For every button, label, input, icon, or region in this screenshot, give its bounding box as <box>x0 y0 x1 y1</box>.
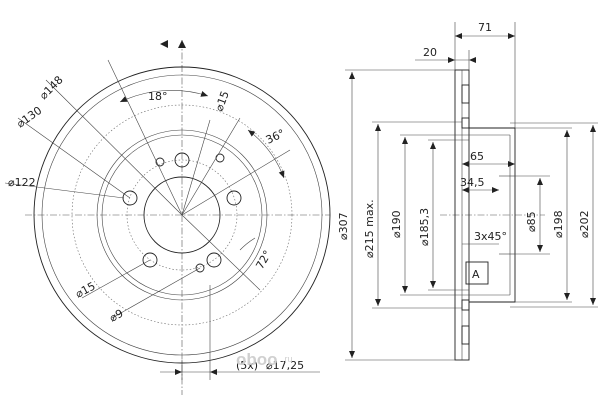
label-d85: ⌀85 <box>525 211 538 232</box>
pin-hole-bottom <box>195 263 205 273</box>
leader-18-left <box>107 59 183 216</box>
leader-72 <box>181 214 261 291</box>
arrow-20-left <box>448 57 455 63</box>
label-section-a: A <box>472 268 480 281</box>
bolt-hole-right <box>226 190 242 206</box>
hat-inner-circle <box>101 134 263 296</box>
friction-ring-circle <box>71 104 293 326</box>
label-d122: ⌀122 <box>8 176 36 189</box>
vent-top-1 <box>461 84 470 104</box>
pin-hole-top <box>155 157 165 167</box>
front-view: ⌀148 ⌀130 ⌀122 18° ⌀15 36° 72° ⌀15 ⌀9 (5… <box>4 40 331 395</box>
watermark: oboo .ru <box>236 350 293 369</box>
label-d17-25: ⌀17,25 <box>266 359 304 372</box>
top-mark-left <box>160 40 168 48</box>
watermark-brand: oboo <box>236 350 278 369</box>
label-holes-count: (5x) <box>236 359 258 372</box>
leader-148 <box>45 79 183 216</box>
label-d148: ⌀148 <box>37 73 66 102</box>
label-w71: 71 <box>478 21 492 34</box>
label-w20: 20 <box>423 46 437 59</box>
leader-122 <box>4 182 125 199</box>
label-angle72: 72° <box>253 248 274 271</box>
leader-15-bottom <box>81 259 151 299</box>
bolt-hole-bottom-left <box>142 252 158 268</box>
arc-36 <box>247 129 285 179</box>
bolt-circle <box>126 159 238 271</box>
label-d198: ⌀198 <box>552 210 565 238</box>
top-mark <box>178 40 186 48</box>
label-angle18: 18° <box>148 90 168 103</box>
label-w34-5: 34,5 <box>460 176 485 189</box>
label-d202: ⌀202 <box>578 210 591 238</box>
bolt-hole-bottom-right <box>206 252 222 268</box>
label-d130: ⌀130 <box>14 104 44 130</box>
hat-outline <box>469 127 516 303</box>
arc-18 <box>119 90 209 103</box>
label-d307: ⌀307 <box>337 212 350 240</box>
hat-outer-circle <box>96 129 268 301</box>
label-d190: ⌀190 <box>390 210 403 238</box>
vent-bottom-1 <box>461 299 470 311</box>
label-d15-top: ⌀15 <box>213 89 232 113</box>
rim-inner-circle <box>41 74 323 356</box>
leader-15-top <box>181 117 241 216</box>
watermark-tld: .ru <box>282 354 293 364</box>
pcd-arrow-right <box>210 369 217 375</box>
label-d185-3: ⌀185,3 <box>418 208 431 246</box>
bolt-hole-top <box>174 152 190 168</box>
label-d15-bottom: ⌀15 <box>73 279 97 300</box>
section-box <box>465 261 489 285</box>
pcd-arrow-left <box>175 369 182 375</box>
leader-18-right <box>181 119 211 216</box>
arc-72 <box>239 237 256 251</box>
vent-top-2 <box>461 117 470 129</box>
vent-bottom-2 <box>461 325 470 345</box>
pin-hole-top-right <box>215 153 225 163</box>
label-d9: ⌀9 <box>107 307 125 325</box>
leader-9 <box>111 267 201 319</box>
side-view: 71 20 65 34,5 3x45° A ⌀307 ⌀215 max. ⌀19… <box>337 21 598 361</box>
label-w65: 65 <box>470 150 484 163</box>
center-bore-circle <box>143 176 221 254</box>
label-d215: ⌀215 max. <box>363 199 376 258</box>
leader-130 <box>17 117 131 199</box>
label-angle36: 36° <box>264 127 287 147</box>
arrow-20-right <box>469 57 476 63</box>
label-chamfer: 3x45° <box>474 230 507 243</box>
